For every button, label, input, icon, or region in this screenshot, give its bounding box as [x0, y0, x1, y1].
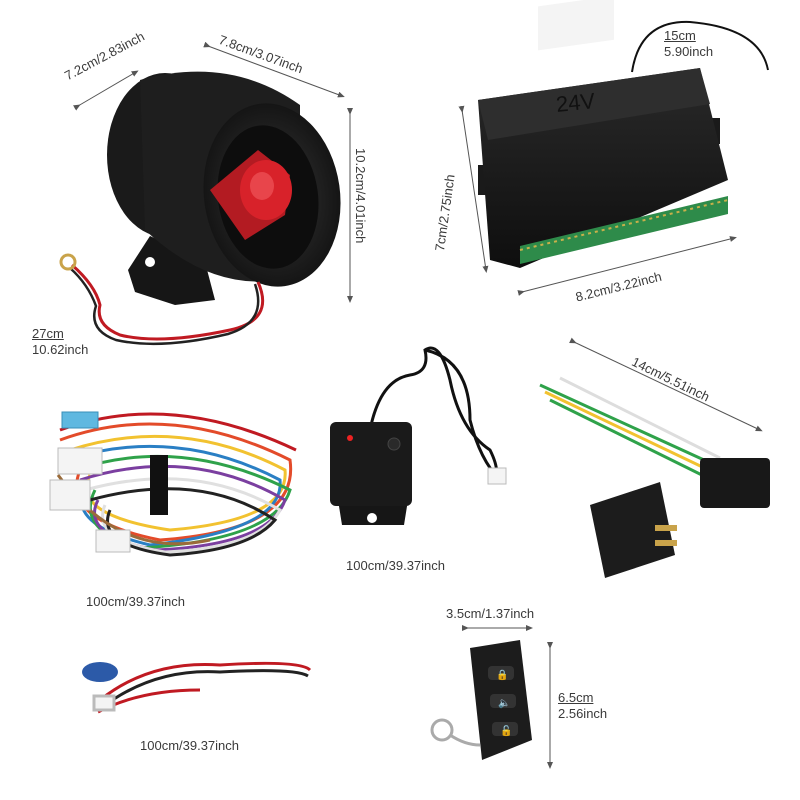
- shock-sensor: [330, 346, 507, 525]
- svg-text:🔈: 🔈: [498, 698, 510, 709]
- siren-height-label: 10.2cm/4.01inch: [353, 148, 368, 244]
- relay-dim-line: [569, 337, 763, 432]
- siren-cable-cm-label: 27cm: [32, 326, 64, 341]
- harness-length-label: 100cm/39.37inch: [86, 594, 186, 609]
- siren-cable-inch-label: 10.62inch: [32, 342, 89, 357]
- svg-text:🔒: 🔒: [496, 669, 508, 681]
- remote-key: 🔒 🔈 🔓: [430, 640, 532, 760]
- box-height-dim-line: [458, 105, 489, 273]
- siren-diameter-dim-line: [203, 41, 345, 98]
- relay: [539, 376, 770, 578]
- svg-text:🔓: 🔓: [500, 724, 512, 737]
- antenna-inch-label: 5.90inch: [664, 44, 714, 59]
- led-cable: [82, 661, 312, 714]
- remote-width-label: 3.5cm/1.37inch: [446, 606, 535, 621]
- led-cable-length-label: 100cm/39.37inch: [140, 738, 240, 753]
- voltage-badge: 24V: [554, 88, 597, 117]
- remote-height-cm-label: 6.5cm: [558, 690, 594, 705]
- control-box: [478, 0, 769, 268]
- remote-height-inch-label: 2.56inch: [558, 706, 608, 721]
- siren-depth-dim-line: [73, 70, 139, 111]
- wiring-harness: [56, 412, 297, 557]
- siren-horn: [59, 71, 341, 346]
- harness-connectors: [49, 411, 131, 553]
- sensor-length-label: 100cm/39.37inch: [346, 558, 446, 573]
- box-width-dim-line: [517, 236, 737, 296]
- antenna-cm-label: 15cm: [664, 28, 696, 43]
